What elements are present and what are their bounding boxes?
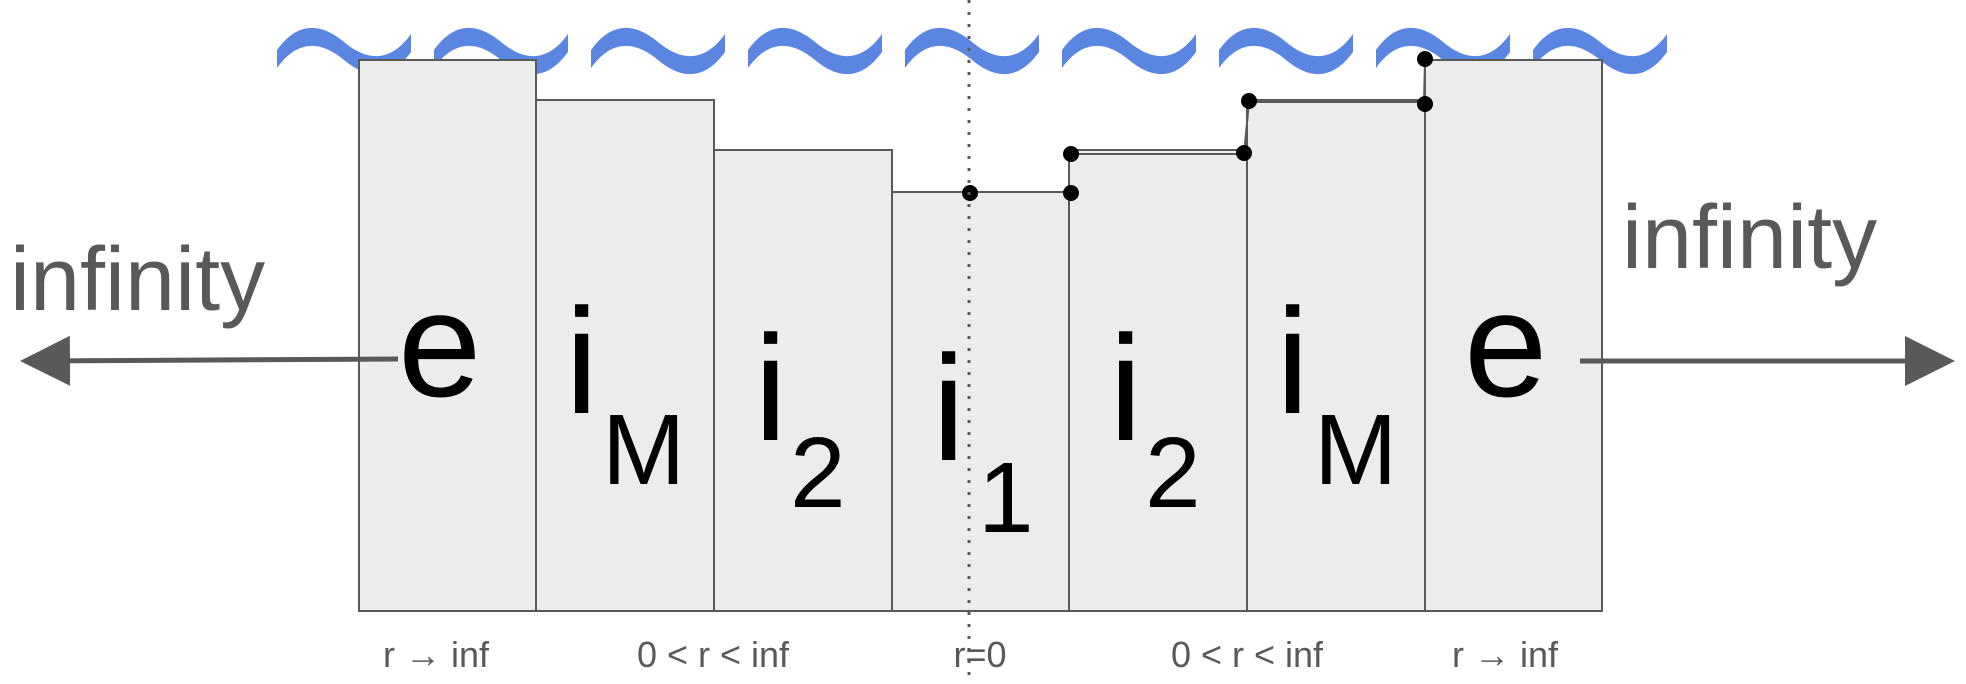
wave-segment (591, 27, 725, 75)
wave-band (277, 27, 1667, 75)
layer-label-main: i (1276, 277, 1309, 445)
interface-path (962, 51, 1433, 201)
layer-box-i1 (891, 191, 1070, 612)
layer-boxes (358, 59, 1603, 612)
interface-dot (1236, 145, 1252, 161)
layer-label-main: i (754, 304, 787, 472)
left-infinity-label: infinity (10, 230, 265, 330)
layer-label-sub: 2 (1145, 417, 1201, 529)
layer-box-i2-left (713, 149, 893, 612)
wave-segment (748, 27, 882, 75)
region-labels: r → inf 0 < r < inf r=0 0 < r < inf r → … (383, 634, 1559, 675)
wave-segment (1219, 27, 1353, 75)
interface-dot (1417, 96, 1433, 112)
region-label: r → inf (383, 634, 490, 675)
layer-box-i2-right (1068, 149, 1248, 612)
layer-label-main: e (398, 260, 481, 428)
layer-label-main: e (1464, 260, 1547, 428)
layer-label-sub: M (1314, 394, 1397, 506)
layer-label-main: i (932, 324, 965, 492)
wave-segment (1533, 27, 1667, 75)
layer-label-sub: 2 (790, 417, 846, 529)
interface-dot (1063, 146, 1079, 162)
region-label: r → inf (1452, 634, 1559, 675)
layer-box-im-right (1246, 99, 1426, 612)
layer-box-e-right (1424, 59, 1603, 612)
interface-dot (1417, 51, 1433, 67)
layer-box-im-left (535, 99, 715, 612)
interface-dot (1241, 93, 1257, 109)
region-label: 0 < r < inf (637, 634, 790, 675)
region-label: r=0 (953, 634, 1006, 675)
wave-segment (1062, 27, 1196, 75)
layer-labels: e i M i 2 i 1 i 2 i M e (398, 260, 1547, 554)
layer-label-main: i (1109, 304, 1142, 472)
region-label: 0 < r < inf (1171, 634, 1324, 675)
left-arrow (20, 335, 399, 386)
interface-dot (1063, 185, 1079, 201)
layer-label-main: i (565, 277, 598, 445)
layer-label-sub: M (602, 394, 685, 506)
right-infinity-label: infinity (1622, 188, 1877, 288)
wave-segment (905, 27, 1039, 75)
layer-label-sub: 1 (978, 442, 1034, 554)
